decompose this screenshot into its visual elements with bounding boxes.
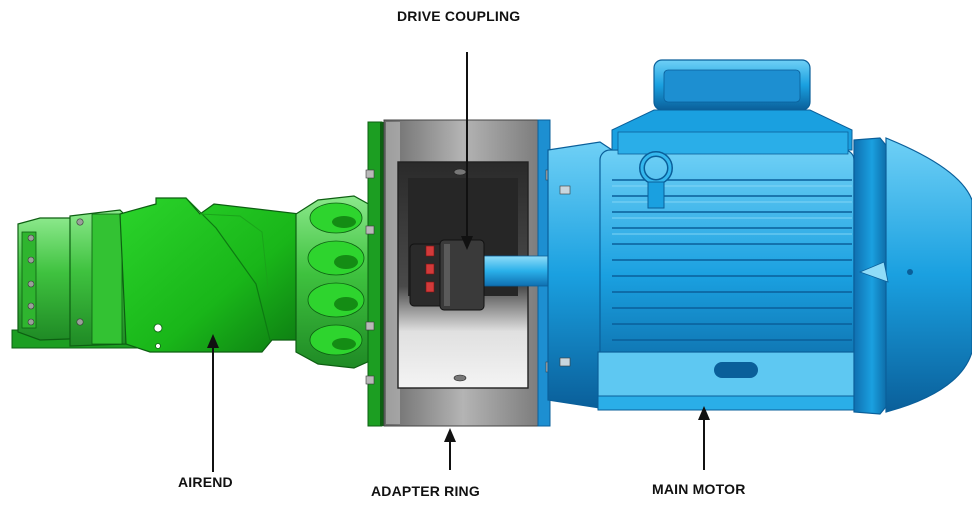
- adapter-ring-arrow: [444, 428, 456, 470]
- cropped-heading-fragment: [0, 0, 22, 10]
- drive-coupling-arrow: [461, 52, 473, 250]
- main-motor-arrow: [698, 406, 710, 470]
- adapter-ring-label: ADAPTER RING: [371, 483, 480, 499]
- lifting-eye: [639, 151, 673, 209]
- main-motor-assembly: [547, 59, 972, 415]
- callout-arrows: [207, 52, 710, 472]
- main-motor-label: MAIN MOTOR: [652, 481, 746, 497]
- drive-coupling-label: DRIVE COUPLING: [397, 8, 521, 24]
- drive-coupling-assembly: [409, 239, 551, 311]
- airend-assembly: [11, 195, 373, 369]
- airend-label: AIREND: [178, 474, 233, 490]
- airend-arrow: [207, 334, 219, 472]
